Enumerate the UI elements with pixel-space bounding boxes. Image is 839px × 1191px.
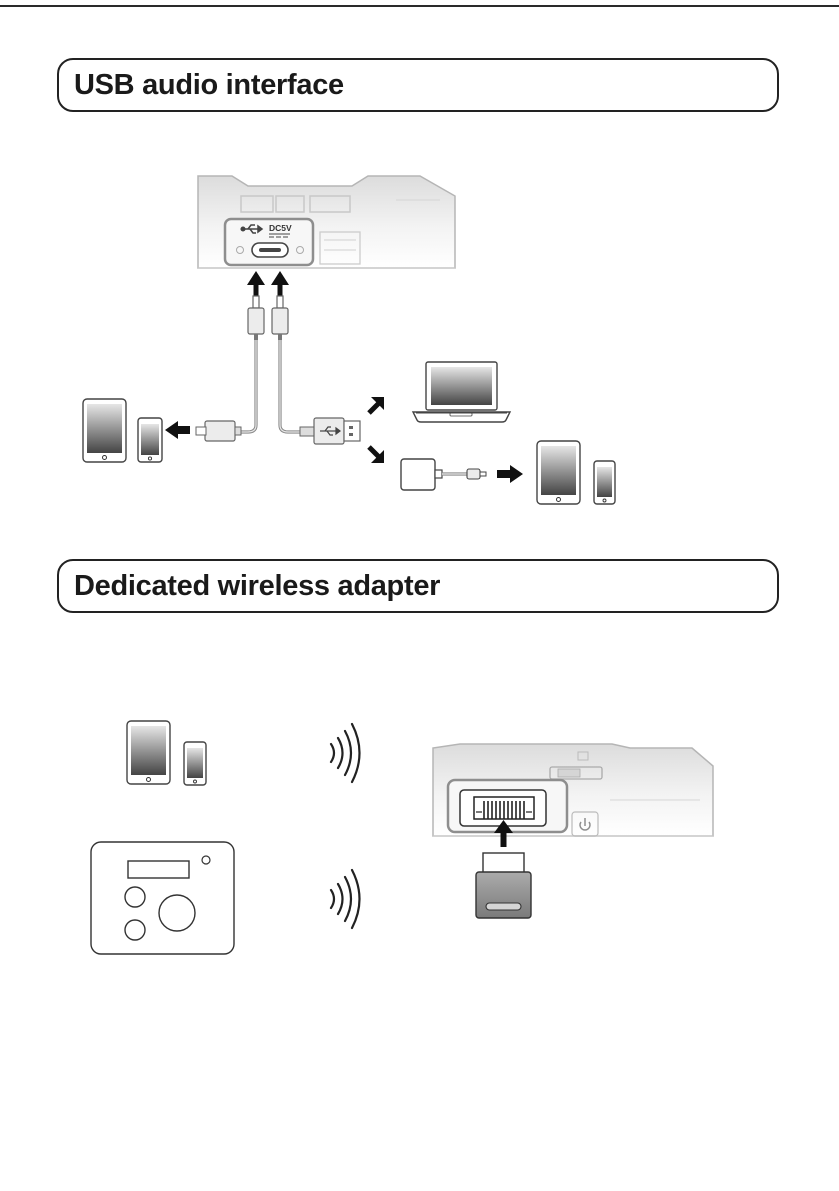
smartphone-icon <box>138 418 162 462</box>
laptop-icon <box>413 362 510 422</box>
remote-controller-icon <box>91 842 234 954</box>
usb-c-cable-right <box>272 296 360 444</box>
tablet-icon <box>537 441 580 504</box>
port-label: DC5V <box>269 223 292 233</box>
lightning-plug <box>205 421 235 441</box>
arrow-icon <box>369 447 384 463</box>
camera-adapter-icon <box>401 459 486 490</box>
arrow-icon <box>165 421 190 439</box>
wireless-signal-icon <box>331 724 360 782</box>
section-title-wireless: Dedicated wireless adapter <box>74 570 440 603</box>
arrow-icon <box>497 465 523 483</box>
usb-c-cable-left <box>196 296 264 441</box>
arrow-icon <box>247 271 289 297</box>
tablet-icon <box>127 721 170 784</box>
tablet-icon <box>83 399 126 462</box>
adapter-slot[interactable] <box>448 780 567 832</box>
smartphone-icon <box>184 742 206 785</box>
section-header-wireless: Dedicated wireless adapter <box>57 559 779 613</box>
wireless-adapter-icon <box>476 853 531 918</box>
wireless-signal-icon <box>331 870 360 928</box>
usb-port-panel: DC5V <box>225 219 313 265</box>
arrow-icon <box>369 397 384 413</box>
smartphone-icon <box>594 461 615 504</box>
